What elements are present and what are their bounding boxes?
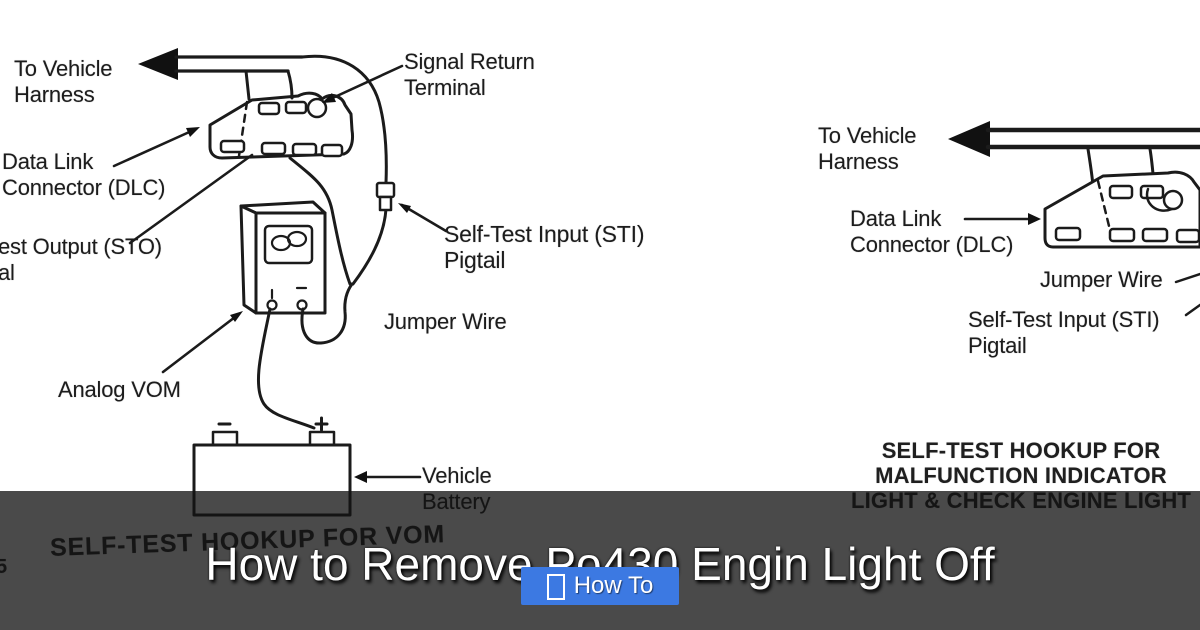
label-line: Jumper Wire (384, 309, 507, 334)
caption-line: SELF-TEST HOOKUP FOR (881, 438, 1161, 463)
label-line: al (0, 260, 15, 285)
analog-vom-meter-shape (239, 200, 327, 315)
label-signal-return-terminal: Signal Return Terminal (404, 49, 535, 101)
how-to-category-button[interactable]: How To (521, 567, 679, 605)
caption-line: MALFUNCTION INDICATOR (875, 463, 1167, 488)
label-line: Data Link (2, 149, 94, 174)
label-analog-vom: Analog VOM (58, 377, 181, 403)
label-line: Signal Return (404, 49, 535, 74)
label-line: Harness (818, 149, 899, 174)
label-line: Data Link (850, 206, 942, 231)
label-to-vehicle-harness-right: To Vehicle Harness (818, 123, 916, 175)
title-overlay-bar: How to Remove Po430 Engin Light Off How … (0, 491, 1200, 630)
label-to-vehicle-harness-left: To Vehicle Harness (14, 56, 112, 108)
label-line: To Vehicle (14, 56, 113, 81)
how-to-button-label: How To (573, 572, 654, 599)
label-line: Vehicle (422, 463, 492, 488)
label-data-link-connector-left: Data Link Connector (DLC) (2, 149, 165, 201)
label-line: Pigtail (968, 333, 1027, 358)
label-line: Terminal (404, 75, 486, 100)
label-jumper-wire-right: Jumper Wire (1040, 267, 1163, 293)
label-line: Connector (DLC) (850, 232, 1014, 257)
label-line: To Vehicle (818, 123, 917, 148)
label-data-link-connector-right: Data Link Connector (DLC) (850, 206, 1013, 258)
missing-glyph-icon (546, 574, 565, 600)
label-line: est Output (STO) (0, 234, 162, 259)
label-self-test-input-left: Self-Test Input (STI) Pigtail (444, 221, 645, 273)
label-line: Self-Test Input (STI) (444, 221, 645, 247)
label-line: Self-Test Input (STI) (968, 307, 1160, 332)
signal-return-terminal-shape (306, 97, 328, 119)
label-line: Analog VOM (58, 377, 181, 402)
label-test-output-sto: est Output (STO) al (0, 234, 162, 286)
left-harness-arrow-icon (138, 48, 178, 80)
label-line: Jumper Wire (1040, 267, 1163, 292)
sti-pigtail-shape (375, 181, 396, 212)
label-self-test-input-right: Self-Test Input (STI) Pigtail (968, 307, 1160, 359)
right-harness-arrow-icon (948, 121, 990, 157)
label-line: Connector (DLC) (2, 175, 166, 200)
label-line: Pigtail (444, 247, 506, 273)
label-jumper-wire-left: Jumper Wire (384, 309, 507, 335)
label-line: Harness (14, 82, 95, 107)
